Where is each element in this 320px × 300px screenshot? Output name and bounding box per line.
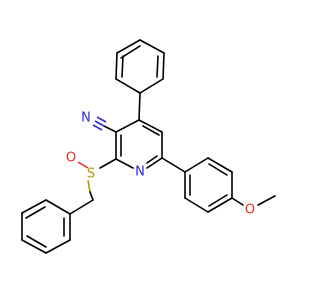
bond <box>120 45 141 59</box>
bond <box>184 197 209 213</box>
bond <box>99 158 117 169</box>
bond <box>146 155 158 164</box>
bond <box>21 239 47 254</box>
benzyl-group <box>21 199 94 254</box>
bond <box>184 157 209 173</box>
bond <box>161 157 186 173</box>
bond <box>156 55 159 78</box>
bond <box>96 116 107 123</box>
sulfoxide-oxygen-label: O <box>66 151 76 166</box>
bond <box>103 125 117 133</box>
bond <box>115 52 118 80</box>
nitrile-group <box>92 116 117 133</box>
bond <box>116 39 141 54</box>
bond <box>162 52 165 80</box>
bond <box>21 199 47 214</box>
bond <box>26 235 47 248</box>
pyridine-ring <box>115 119 163 169</box>
bond <box>92 124 103 131</box>
sulfoxide-group <box>77 158 117 201</box>
bond <box>89 191 94 201</box>
bond <box>257 195 276 206</box>
bond <box>139 78 164 94</box>
bond <box>207 197 233 213</box>
bond <box>25 206 46 219</box>
bond <box>121 55 124 78</box>
bond <box>207 157 233 173</box>
bond <box>94 120 105 127</box>
molecule-drawing: N N S O O <box>21 39 276 254</box>
bond <box>77 161 89 169</box>
phenyl-ring-top <box>115 39 165 121</box>
bond <box>208 163 228 176</box>
bond <box>69 199 94 215</box>
bond <box>45 199 71 215</box>
bond <box>142 125 160 136</box>
bond <box>146 157 163 169</box>
bond <box>138 119 163 133</box>
sulfur-label: S <box>87 167 95 182</box>
bond <box>208 194 228 207</box>
bond <box>87 179 91 193</box>
bond <box>139 39 165 54</box>
structure-canvas: N N S O O <box>21 39 276 254</box>
methoxy-oxygen-label: O <box>245 203 255 218</box>
bond <box>45 239 71 254</box>
bond <box>231 197 244 206</box>
bond <box>115 119 140 133</box>
pyridine-nitrogen-label: N <box>135 165 145 180</box>
methoxyphenyl-ring <box>161 157 276 213</box>
bond <box>115 158 134 169</box>
bond <box>115 78 141 94</box>
nitrile-nitrogen-label: N <box>81 111 91 126</box>
bond <box>138 92 141 121</box>
